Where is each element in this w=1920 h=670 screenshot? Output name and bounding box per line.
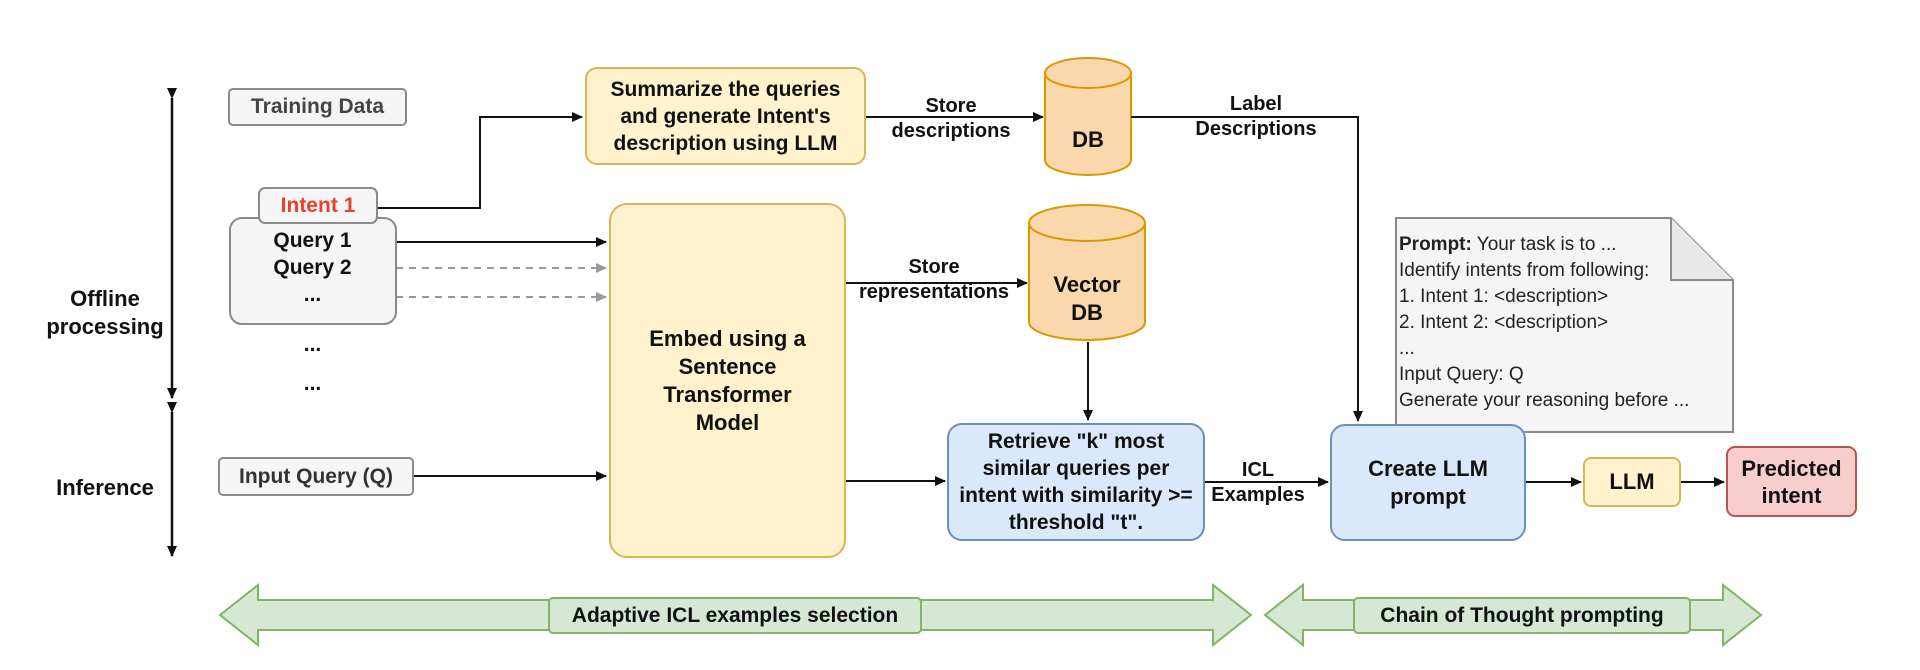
query-item: ... [303,283,322,306]
cot-phase-text: Chain of Thought prompting [1380,603,1664,627]
summarize-box: Summarize the queries and generate Inten… [585,67,866,165]
create-prompt-box: Create LLM prompt [1330,424,1526,541]
training-data-box: Training Data [228,88,407,126]
offline-processing-label: Offline processing [46,286,164,339]
input-query-label: Input Query (Q) [239,464,393,488]
input-query-box: Input Query (Q) [218,457,414,496]
prompt-note-text: Prompt: Your task is to ... Identify int… [1399,232,1729,414]
prompt-note-line: Identify intents from following: [1399,260,1650,281]
edge-db-to-prompt [1131,116,1363,422]
prompt-note-fold [1670,218,1733,281]
prompt-note-shape [1395,217,1734,433]
adaptive-phase-label: Adaptive ICL examples selection [548,597,922,634]
db-cylinder [1044,57,1132,176]
embed-box: Embed using a Sentence Transformer Model [609,203,846,558]
prompt-note-line: 1. Intent 1: <description> [1399,286,1609,307]
query-group-box [229,217,397,325]
icl-examples-label: ICL Examples [1211,459,1305,506]
inference-label: Inference [56,475,154,500]
cot-phase-label: Chain of Thought prompting [1353,597,1691,634]
intent-1-label: Intent 1 [280,193,356,217]
adaptive-phase-text: Adaptive ICL examples selection [571,603,899,627]
vector-db-cylinder [1028,204,1146,341]
prompt-note-line: 2. Intent 2: <description> [1399,312,1609,333]
llm-box: LLM [1583,457,1681,507]
intent-1-tag: Intent 1 [258,187,378,224]
prompt-note-line: Generate your reasoning before ... [1399,390,1690,411]
prompt-note-line: Input Query: Q [1399,364,1524,385]
query-item: Query 2 [273,256,352,279]
vector-db-label: Vector DB [1053,272,1121,325]
query-item: Query 1 [273,229,352,252]
summarize-label: Summarize the queries and generate Inten… [610,77,841,155]
prompt-note-line: ... [1399,338,1415,359]
label-descriptions-label: Label Descriptions [1195,93,1317,140]
more-intents-dots: ... [303,333,322,356]
store-descriptions-label: Store descriptions [891,95,1011,142]
more-intents-dots: ... [303,372,322,395]
llm-label: LLM [1609,469,1655,494]
predicted-intent-label: Predicted intent [1741,455,1842,508]
retrieve-label: Retrieve "k" most similar queries per in… [959,430,1193,534]
db-label: DB [1072,127,1104,152]
create-prompt-label: Create LLM prompt [1368,455,1488,509]
store-representations-label: Store representations [858,256,1010,303]
prompt-note-title: Prompt: Your task is to ... [1399,234,1617,255]
training-data-label: Training Data [250,95,385,118]
edge-intent-to-summarize [378,112,583,209]
retrieve-box: Retrieve "k" most similar queries per in… [947,423,1205,541]
predicted-intent-box: Predicted intent [1726,446,1857,517]
embed-label: Embed using a Sentence Transformer Model [649,325,806,435]
